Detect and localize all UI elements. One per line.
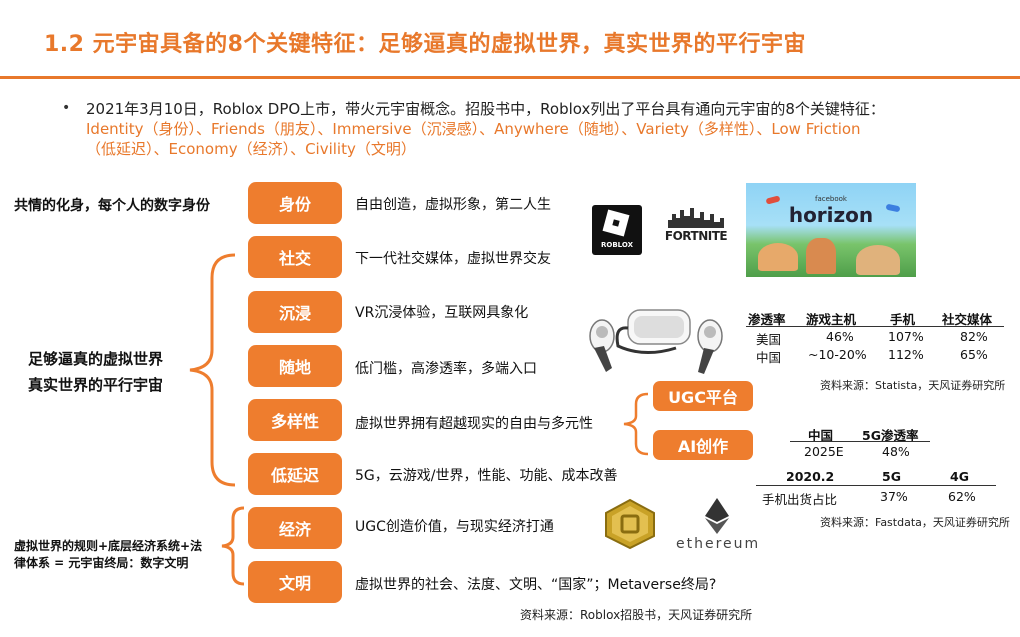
ship-source: 资料来源：Fastdata，天风证券研究所 — [820, 516, 1010, 529]
horizon-facebook-text: facebook — [815, 195, 847, 203]
horizon-image: facebook horizon — [746, 183, 916, 277]
pen-row-us-mobile: 107% — [888, 329, 924, 344]
feature-desc-civility: 虚拟世界的社会、法度、文明、“国家”；Metaverse终局? — [355, 577, 717, 593]
pen-header-mobile: 手机 — [890, 312, 916, 327]
g5-header-rule — [790, 441, 930, 442]
rules-label-2: 律体系 = 元宇宙终局：数字文明 — [14, 556, 189, 570]
world-label-2: 真实世界的平行宇宙 — [28, 376, 164, 394]
feature-pill-immersive: 沉浸 — [248, 291, 342, 333]
intro-line-3: （低延迟）、Economy（经济）、Civility（文明） — [86, 140, 416, 158]
variety-brace — [623, 392, 649, 456]
pen-row-cn-console: ~10-20% — [808, 347, 867, 362]
pen-source: 资料来源：Statista，天风证券研究所 — [820, 379, 1006, 392]
bullet-marker: • — [62, 100, 71, 116]
pen-row-cn-label: 中国 — [756, 350, 782, 365]
feature-pill-variety: 多样性 — [248, 399, 342, 441]
ship-row-4g: 62% — [948, 489, 976, 504]
pen-row-us-label: 美国 — [756, 332, 782, 347]
pen-header-rate: 渗透率 — [748, 312, 786, 327]
pen-row-cn-social: 65% — [960, 347, 988, 362]
feature-pill-low-friction: 低延迟 — [248, 453, 342, 495]
roblox-logo-text: ROBLOX — [601, 241, 633, 249]
left-brace-large — [189, 253, 236, 487]
pen-header-console: 游戏主机 — [806, 312, 857, 327]
feature-pill-civility: 文明 — [248, 561, 342, 603]
robux-coin-icon — [605, 498, 655, 550]
left-brace-small — [221, 506, 245, 586]
ship-header-period: 2020.2 — [786, 469, 835, 484]
feature-desc-friends: 下一代社交媒体，虚拟世界交友 — [355, 251, 551, 267]
ship-header-rule — [756, 485, 996, 486]
pen-header-social: 社交媒体 — [942, 312, 993, 327]
ship-header-4g: 4G — [950, 469, 969, 484]
ugc-platform-pill: UGC平台 — [653, 381, 753, 411]
ethereum-logo-text: ethereum — [676, 536, 761, 552]
pen-header-rule — [746, 326, 1004, 327]
pen-row-us-console: 46% — [826, 329, 854, 344]
ship-header-5g: 5G — [882, 469, 901, 484]
feature-pill-identity: 身份 — [248, 182, 342, 224]
feature-desc-immersive: VR沉浸体验，互联网具象化 — [355, 305, 529, 321]
ship-row-5g: 37% — [880, 489, 908, 504]
rules-label-1: 虚拟世界的规则+底层经济系统+法 — [14, 539, 203, 553]
ship-row-label: 手机出货占比 — [762, 492, 838, 507]
intro-line-1: 2021年3月10日，Roblox DPO上市，带火元宇宙概念。招股书中，Rob… — [86, 100, 885, 118]
feature-pill-friends: 社交 — [248, 236, 342, 278]
g5-header-rate: 5G渗透率 — [862, 428, 919, 443]
fortnite-skyline-icon — [668, 208, 724, 228]
ai-creation-pill: AI创作 — [653, 430, 753, 460]
feature-desc-variety: 虚拟世界拥有超越现实的自由与多元性 — [355, 416, 593, 432]
intro-line-2: Identity（身份）、Friends（朋友）、Immersive（沉浸感）、… — [86, 120, 861, 138]
fortnite-logo-text: FORTNITE — [664, 229, 728, 243]
intro-paragraph: 2021年3月10日，Roblox DPO上市，带火元宇宙概念。招股书中，Rob… — [86, 99, 986, 159]
pen-row-us-social: 82% — [960, 329, 988, 344]
feature-desc-economy: UGC创造价值，与现实经济打通 — [355, 519, 554, 535]
feature-desc-anywhere: 低门槛，高渗透率，多端入口 — [355, 361, 537, 377]
feature-desc-low-friction: 5G，云游戏/世界，性能、功能、成本改善 — [355, 468, 618, 484]
feature-pill-anywhere: 随地 — [248, 345, 342, 387]
feature-desc-identity: 自由创造，虚拟形象，第二人生 — [355, 197, 551, 213]
pen-row-cn-mobile: 112% — [888, 347, 924, 362]
title-divider — [0, 76, 1020, 79]
roblox-logo-mark — [602, 209, 630, 237]
footer-source: 资料来源：Roblox招股书，天风证券研究所 — [520, 608, 753, 622]
vr-headset-icon — [589, 309, 723, 374]
horizon-title-text: horizon — [788, 203, 874, 227]
g5-header-country: 中国 — [808, 428, 834, 443]
g5-row-year: 2025E — [804, 444, 844, 459]
ethereum-icon — [705, 498, 729, 534]
g5-row-rate: 48% — [882, 444, 910, 459]
identity-label: 共情的化身，每个人的数字身份 — [14, 198, 210, 214]
page-title: 1.2 元宇宙具备的8个关键特征：足够逼真的虚拟世界，真实世界的平行宇宙 — [44, 32, 806, 57]
fortnite-logo: FORTNITE — [664, 206, 728, 252]
world-label-1: 足够逼真的虚拟世界 — [28, 350, 164, 368]
feature-pill-economy: 经济 — [248, 507, 342, 549]
roblox-logo: ROBLOX — [592, 205, 642, 255]
